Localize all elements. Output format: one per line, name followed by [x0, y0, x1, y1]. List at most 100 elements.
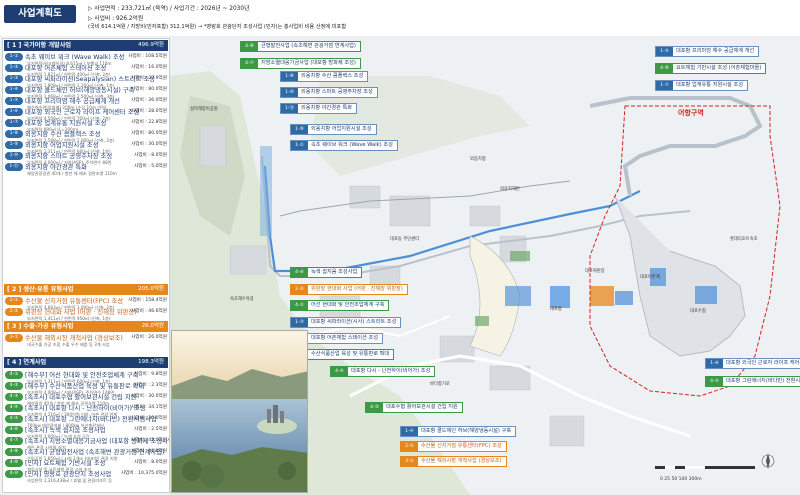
- project-detail: 부지면적 2,588㎡ / 연면적 2,000㎡ (신축, 2층): [27, 138, 115, 143]
- project-detail: 산림공원 1,850㎡ / 시설 1개소 (대포항) 관광 지원: [27, 456, 118, 461]
- fishing-port-zone-label: 어항구역: [678, 109, 704, 117]
- section-label: [ 1 ] 국가어항 개발사업: [7, 42, 72, 49]
- project-name: [속초시] 균형발전사업 (속초해변 관광거점 연계사업): [25, 449, 165, 456]
- callout-text: 외옹치항 수산 콤플렉스 조성: [301, 73, 364, 79]
- callout-badge: 4-①: [291, 301, 308, 310]
- project-badge: 4-⑦: [5, 437, 23, 445]
- project-cost: 사업비 : 26.0억원: [131, 335, 167, 340]
- project-detail: 부지면적 4,216㎡ / 300억원 이하, 어촌 관광 연계: [27, 412, 118, 417]
- project-detail: 부지면적 3,000㎡ / 녹색 조경 공간: [27, 434, 90, 439]
- project-detail: 부지면적 990㎡ (L=200m): [27, 127, 79, 132]
- project-detail: 700kw 태양광설비 / 800kw 어선충전설비: [27, 423, 104, 428]
- project-badge: 1-③: [5, 75, 23, 83]
- project-name: [속초시] 녹색 쉼지움 조성사업: [25, 427, 106, 434]
- callout-badge: 4-④: [331, 367, 348, 376]
- section-label: [ 2 ] 생산·유통 유형사업: [7, 286, 74, 293]
- project-name: [해수부] 수산식품산업 육성 및 유통판로 확대: [25, 383, 145, 390]
- callout-badge: 1-⑧: [281, 72, 298, 81]
- project-cost: 사업비 : 10,375.0억원: [120, 471, 167, 476]
- project-badge: 1-⑨: [5, 141, 23, 149]
- project-detail: 부지면적 1,311㎡ / 연면적 660㎡ (신축, 1층): [27, 149, 111, 154]
- header-line-budget: ▷ 사업비 : 926.2억원: [88, 16, 144, 22]
- callout-badge: 4-⑨: [656, 64, 673, 73]
- section-total: 496.9억원: [138, 42, 164, 48]
- aerial-photo-image: [172, 331, 307, 492]
- project-badge: 2-①: [5, 297, 23, 305]
- project-badge: 4-②: [5, 382, 23, 390]
- project-name: 대포항 콜드체인 허브(해양냉동시설) 구축: [25, 87, 135, 94]
- callout-text: 수산물 신지거점 유통센터(FPC) 조성: [421, 443, 502, 449]
- project-name: 외옹치항 스마트 공영주차장 조성: [25, 153, 113, 160]
- callout-badge: 1-①: [291, 141, 308, 150]
- project-name: 대포항 어촌체험 스테이션 조성: [25, 65, 107, 72]
- project-detail: 부지면적 1,808㎡ / 연면적 1,260㎡ (신축, 1층): [27, 83, 115, 88]
- project-cost: 사업비 : 37.9억원: [131, 76, 167, 81]
- project-name: 외옹치항 수산 콤플렉스 조성: [25, 131, 101, 138]
- project-name: [속초시] 지방소멸대응기금사업 (대포항 방파제 조성사업): [25, 438, 170, 445]
- callout-text: 수산물 해외시장 개척사업 (경상보조): [421, 458, 502, 464]
- map-place-label: 외옹치해변: [500, 187, 520, 192]
- project-cost: 사업비 : 8.0억원: [134, 460, 167, 465]
- project-badge: 1-②: [5, 64, 23, 72]
- project-badge: 1-⑪: [5, 163, 23, 171]
- callout-badge: 1-⑦: [656, 81, 673, 90]
- project-name: 대포항 업계유통 지원시설 조성: [25, 120, 107, 127]
- project-badge: 4-⑨: [5, 459, 23, 467]
- project-detail: 부지면적 4,008㎡ / 지하(ASP), 주차면수 148면: [27, 390, 115, 395]
- project-cost: 사업비 : 80.0억원: [131, 87, 167, 92]
- project-detail: 부지면적 1,311㎡ / 연면적 600㎡ (신축, 1층): [27, 379, 111, 384]
- project-name: 수산물 해외시장 개척사업 (경상보조): [25, 335, 123, 342]
- callout-text: 외옹치항 스마트 공영주차장 조성: [301, 89, 373, 95]
- header-line-funding: (국비 614.1억원 / 지방비(민자포함) 312.1억원) → *영랑호 …: [88, 24, 347, 30]
- project-detail: 부지면적(워크웨이길) 8,615㎡ / 보행교 110m: [27, 61, 112, 66]
- project-name: [해수부] 어선 현대화 및 안전조업체계 구축: [25, 372, 139, 379]
- section-label: [ 4 ] 연계사업: [7, 359, 47, 366]
- project-name: 속초 웨이브 워크 (Wave Walk) 조성: [25, 54, 125, 61]
- project-name: [민자] 영랑호 관광단지 조성사업: [25, 471, 112, 478]
- callout-badge: 1-⑪: [281, 104, 298, 113]
- project-badge: 1-①: [5, 53, 23, 61]
- section-total: 26.0억원: [141, 323, 164, 329]
- project-badge: 4-⑥: [5, 426, 23, 434]
- map-place-label: 대포항: [550, 307, 562, 312]
- project-cost: 사업비 : 9.8억원: [134, 372, 167, 377]
- project-name: 대포항 외국인 근로자 라이프 케어센터 조성: [25, 109, 140, 116]
- project-name: 대포항 프리미엄 해수 공급체계 개선: [25, 98, 120, 105]
- map-place-label: 대포수협: [690, 309, 706, 314]
- project-cost: 사업비 : 16.0억원: [131, 65, 167, 70]
- project-cost: 사업비 : 5.0억원: [134, 164, 167, 169]
- project-cost: 사업비 : 40.0억원: [131, 449, 167, 454]
- callout-badge: 1-⑨: [291, 125, 308, 134]
- callout-badge: 4-⑤: [706, 377, 723, 386]
- callout-text: 녹색 쉼지움 조성사업: [311, 269, 358, 275]
- project-cost: 사업비 : 80.0억원: [131, 131, 167, 136]
- project-detail: 해안 관광 시설물 설치: [27, 445, 66, 450]
- project-badge: 4-④: [5, 404, 23, 412]
- section-total: 198.3억원: [138, 359, 164, 365]
- callout-badge: 1-⑤: [656, 47, 673, 56]
- project-cost: 사업비 : 46.6억원: [131, 309, 167, 314]
- project-name: [민자] 요트체험 기반시설 조성: [25, 460, 106, 467]
